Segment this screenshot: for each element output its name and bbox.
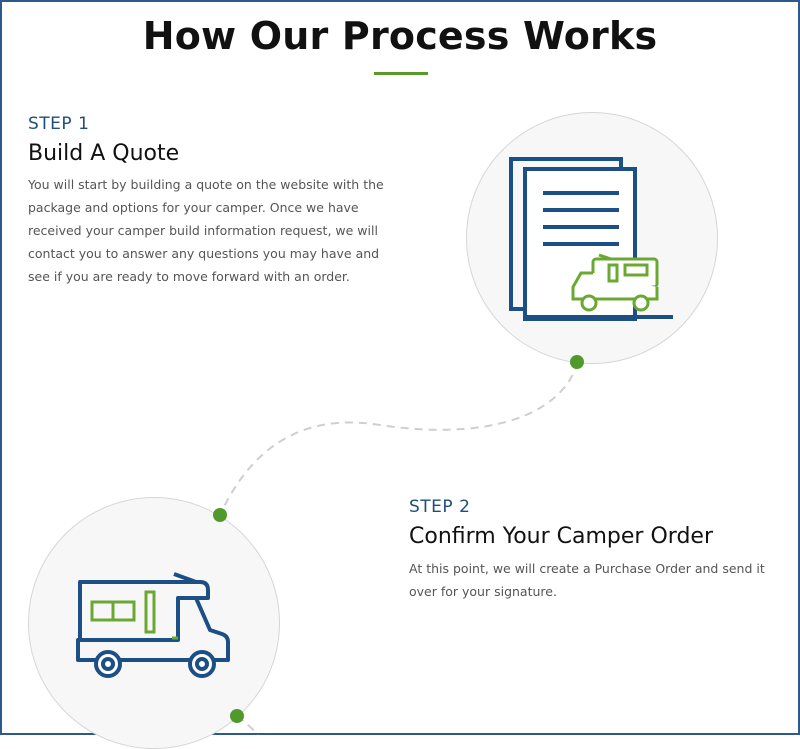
step-3-timeline-dot: [230, 709, 244, 723]
step-2-label: STEP 2: [409, 497, 471, 517]
step-2-timeline-dot: [213, 508, 227, 522]
page-title: How Our Process Works: [142, 14, 658, 58]
step-1-description: You will start by building a quote on th…: [28, 177, 384, 284]
step-1-title: Build A Quote: [28, 141, 180, 166]
step-1-label: STEP 1: [28, 114, 90, 134]
step-2-title: Confirm Your Camper Order: [409, 524, 713, 549]
step-2-description: At this point, we will create a Purchase…: [409, 561, 765, 599]
quote-documents-with-camper-icon: [509, 157, 673, 321]
title-underline: [374, 72, 428, 75]
step-1-timeline-dot: [570, 355, 584, 369]
camper-truck-icon: [76, 572, 230, 678]
